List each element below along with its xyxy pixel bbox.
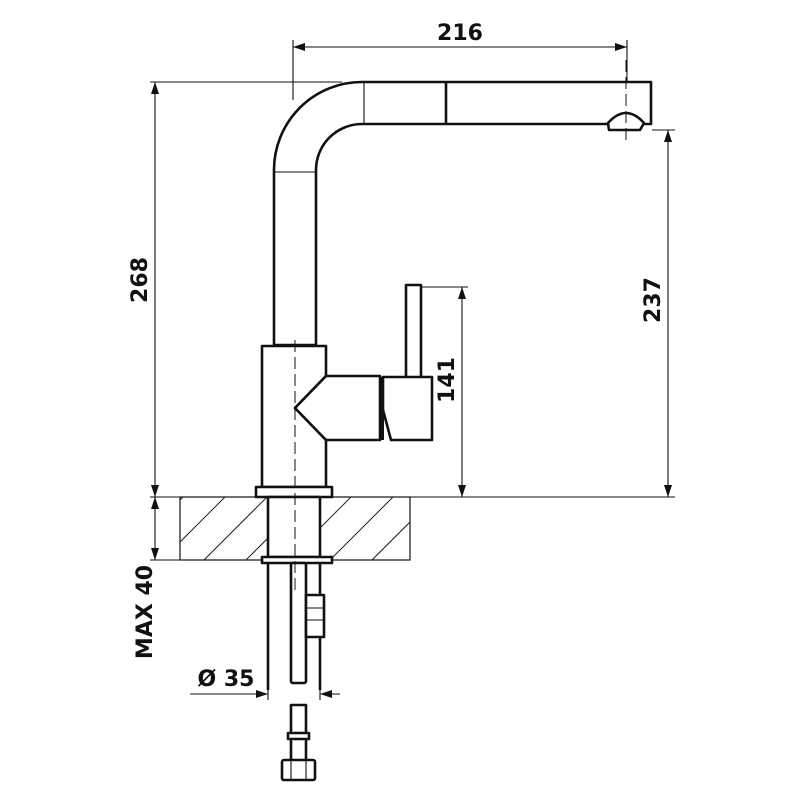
hatch-line bbox=[203, 497, 268, 560]
dim-max40-label: MAX 40 bbox=[133, 565, 158, 659]
faucet-body bbox=[254, 283, 434, 499]
dim-237-label: 237 bbox=[641, 277, 666, 323]
hatch-line bbox=[180, 497, 226, 543]
hatch-line bbox=[180, 497, 184, 501]
shank bbox=[260, 495, 334, 782]
dim-268-label: 268 bbox=[128, 257, 153, 303]
hatch-line bbox=[414, 497, 477, 560]
dim-35-label: Ø 35 bbox=[198, 667, 255, 692]
hatch-line bbox=[371, 521, 410, 560]
spout bbox=[272, 80, 653, 347]
dim-216-label: 216 bbox=[437, 21, 483, 46]
dim-141-label: 141 bbox=[435, 357, 460, 403]
hatch-line bbox=[456, 497, 519, 560]
hatch-line bbox=[329, 497, 394, 560]
lever-rod bbox=[404, 283, 423, 382]
lever-handle bbox=[381, 375, 434, 442]
